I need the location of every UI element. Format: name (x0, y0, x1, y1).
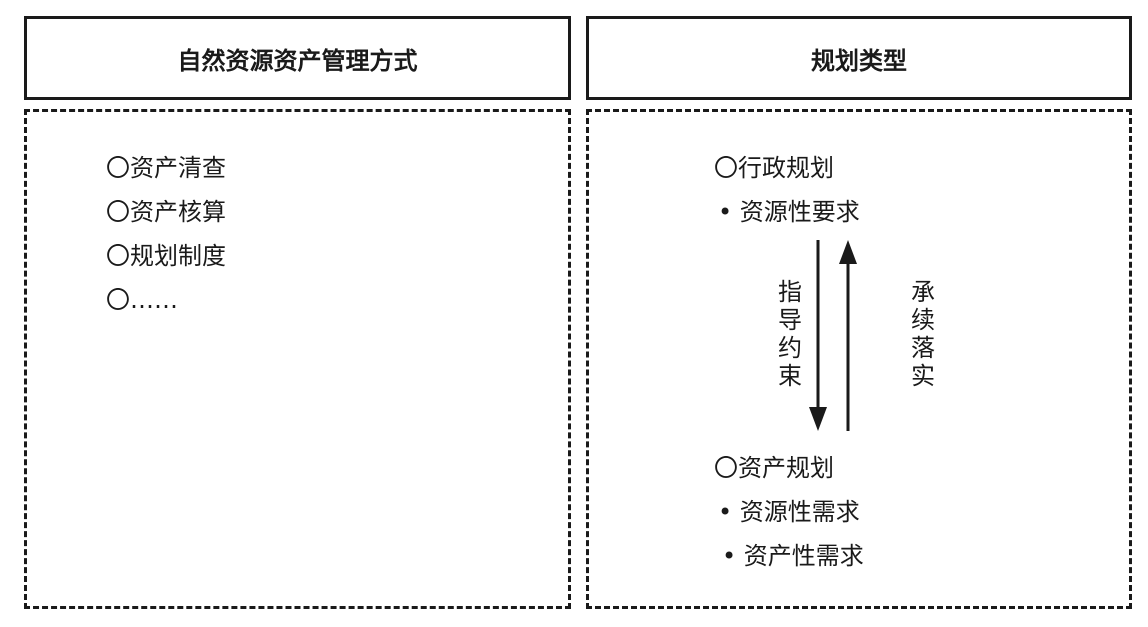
guidance-constraint-label: 指导约束 (778, 278, 802, 390)
up-arrow-icon (839, 240, 857, 431)
administrative-planning-title: 〇行政规划 (714, 154, 834, 182)
header-planning-types: 规划类型 (586, 16, 1132, 100)
list-item-ellipsis: 〇…… (106, 286, 178, 314)
list-item-asset-inventory: 〇资产清查 (106, 154, 226, 182)
planning-types-panel (586, 109, 1132, 609)
implementation-label: 承续落实 (911, 278, 935, 390)
list-item-planning-system: 〇规划制度 (106, 242, 226, 270)
down-arrow-icon (809, 240, 827, 431)
header-label: 自然资源资产管理方式 (177, 46, 418, 75)
bullet-asset-demand: • 资产性需求 (722, 542, 864, 570)
bullet-resource-requirement: • 资源性要求 (718, 198, 860, 226)
header-natural-resource-asset-management: 自然资源资产管理方式 (24, 16, 571, 100)
management-methods-panel (24, 109, 571, 609)
bullet-resource-demand: • 资源性需求 (718, 498, 860, 526)
list-item-asset-accounting: 〇资产核算 (106, 198, 226, 226)
header-label: 规划类型 (811, 46, 907, 75)
asset-planning-title: 〇资产规划 (714, 454, 834, 482)
